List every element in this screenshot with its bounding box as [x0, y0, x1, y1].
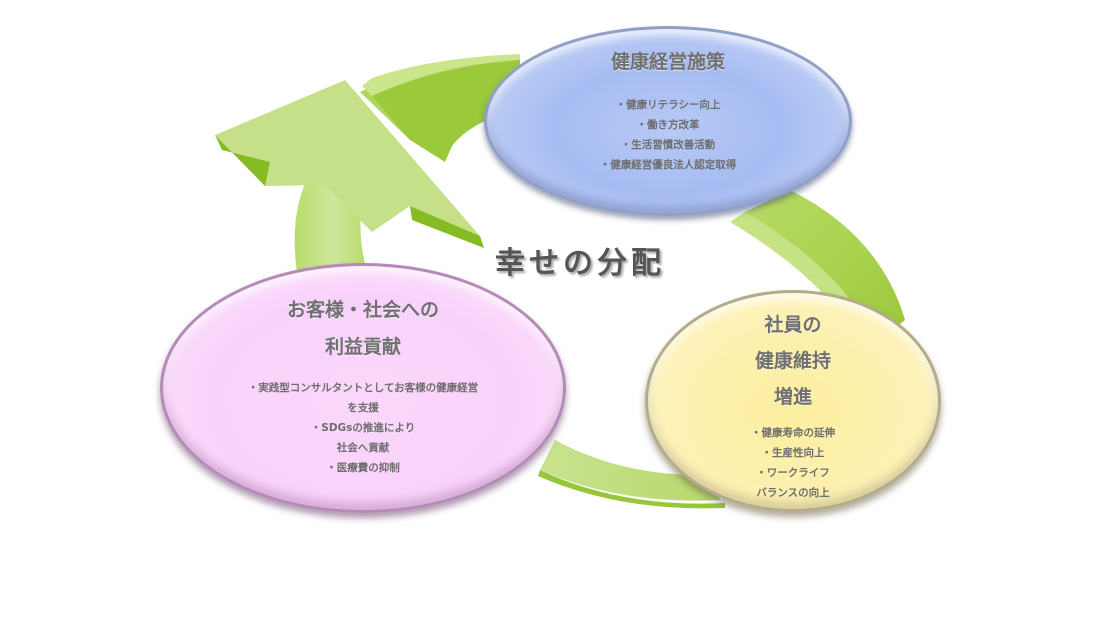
employee-title: 社員の 健康維持 増進: [648, 307, 938, 415]
arrow-head-left-bevel-right: [410, 206, 484, 248]
arrow-head-left-bevel: [215, 135, 270, 186]
employee-title-line: 健康維持: [754, 350, 831, 372]
list-item: ・実践型コンサルタントとしてお客様の健康経営: [247, 382, 479, 394]
list-item: ・生産性向上: [761, 447, 825, 459]
customer-title: お客様・社会への 利益貢献: [163, 292, 563, 366]
list-item: ・健康リテラシー向上: [615, 99, 721, 111]
employee-items: ・健康寿命の延伸 ・生産性向上 ・ワークライフ バランスの向上: [648, 423, 938, 503]
list-item: ・SDGsの推進により: [310, 422, 416, 434]
arrow-segment-top-face: [372, 60, 520, 162]
customer-title-line: 利益貢献: [324, 336, 401, 358]
arrow-segment-bottom-shadow: [538, 470, 725, 509]
customer-title-line: お客様・社会への: [286, 299, 439, 321]
arrow-segment-bottom: [540, 440, 720, 501]
list-item: バランスの向上: [756, 487, 830, 499]
policy-node: 健康経営施策 ・健康リテラシー向上 ・働き方改革 ・生活習慣改善活動 ・健康経営…: [484, 26, 852, 216]
arrow-head-left: [215, 80, 480, 236]
list-item: 社会へ貢献: [336, 442, 390, 454]
list-item: ・ワークライフ: [756, 467, 830, 479]
list-item: ・働き方改革: [636, 119, 700, 131]
policy-items: ・健康リテラシー向上 ・働き方改革 ・生活習慣改善活動 ・健康経営優良法人認定取…: [487, 95, 849, 175]
list-item: ・健康経営優良法人認定取得: [599, 159, 737, 171]
list-item: ・生活習慣改善活動: [620, 139, 716, 151]
employee-title-line: 増進: [773, 386, 812, 408]
policy-title: 健康経営施策: [610, 51, 725, 73]
customer-node: お客様・社会への 利益貢献 ・実践型コンサルタントとしてお客様の健康経営 を支援…: [160, 263, 566, 513]
list-item: ・医療費の抑制: [326, 462, 400, 474]
employee-node: 社員の 健康維持 増進 ・健康寿命の延伸 ・生産性向上 ・ワークライフ バランス…: [645, 290, 941, 512]
customer-items: ・実践型コンサルタントとしてお客様の健康経営 を支援 ・SDGsの推進により 社…: [163, 378, 563, 478]
list-item: ・健康寿命の延伸: [751, 427, 835, 439]
center-label: 幸せの分配: [495, 246, 665, 281]
employee-title-line: 社員の: [764, 314, 822, 336]
arrow-segment-top-edge: [362, 54, 520, 96]
list-item: を支援: [347, 402, 379, 414]
